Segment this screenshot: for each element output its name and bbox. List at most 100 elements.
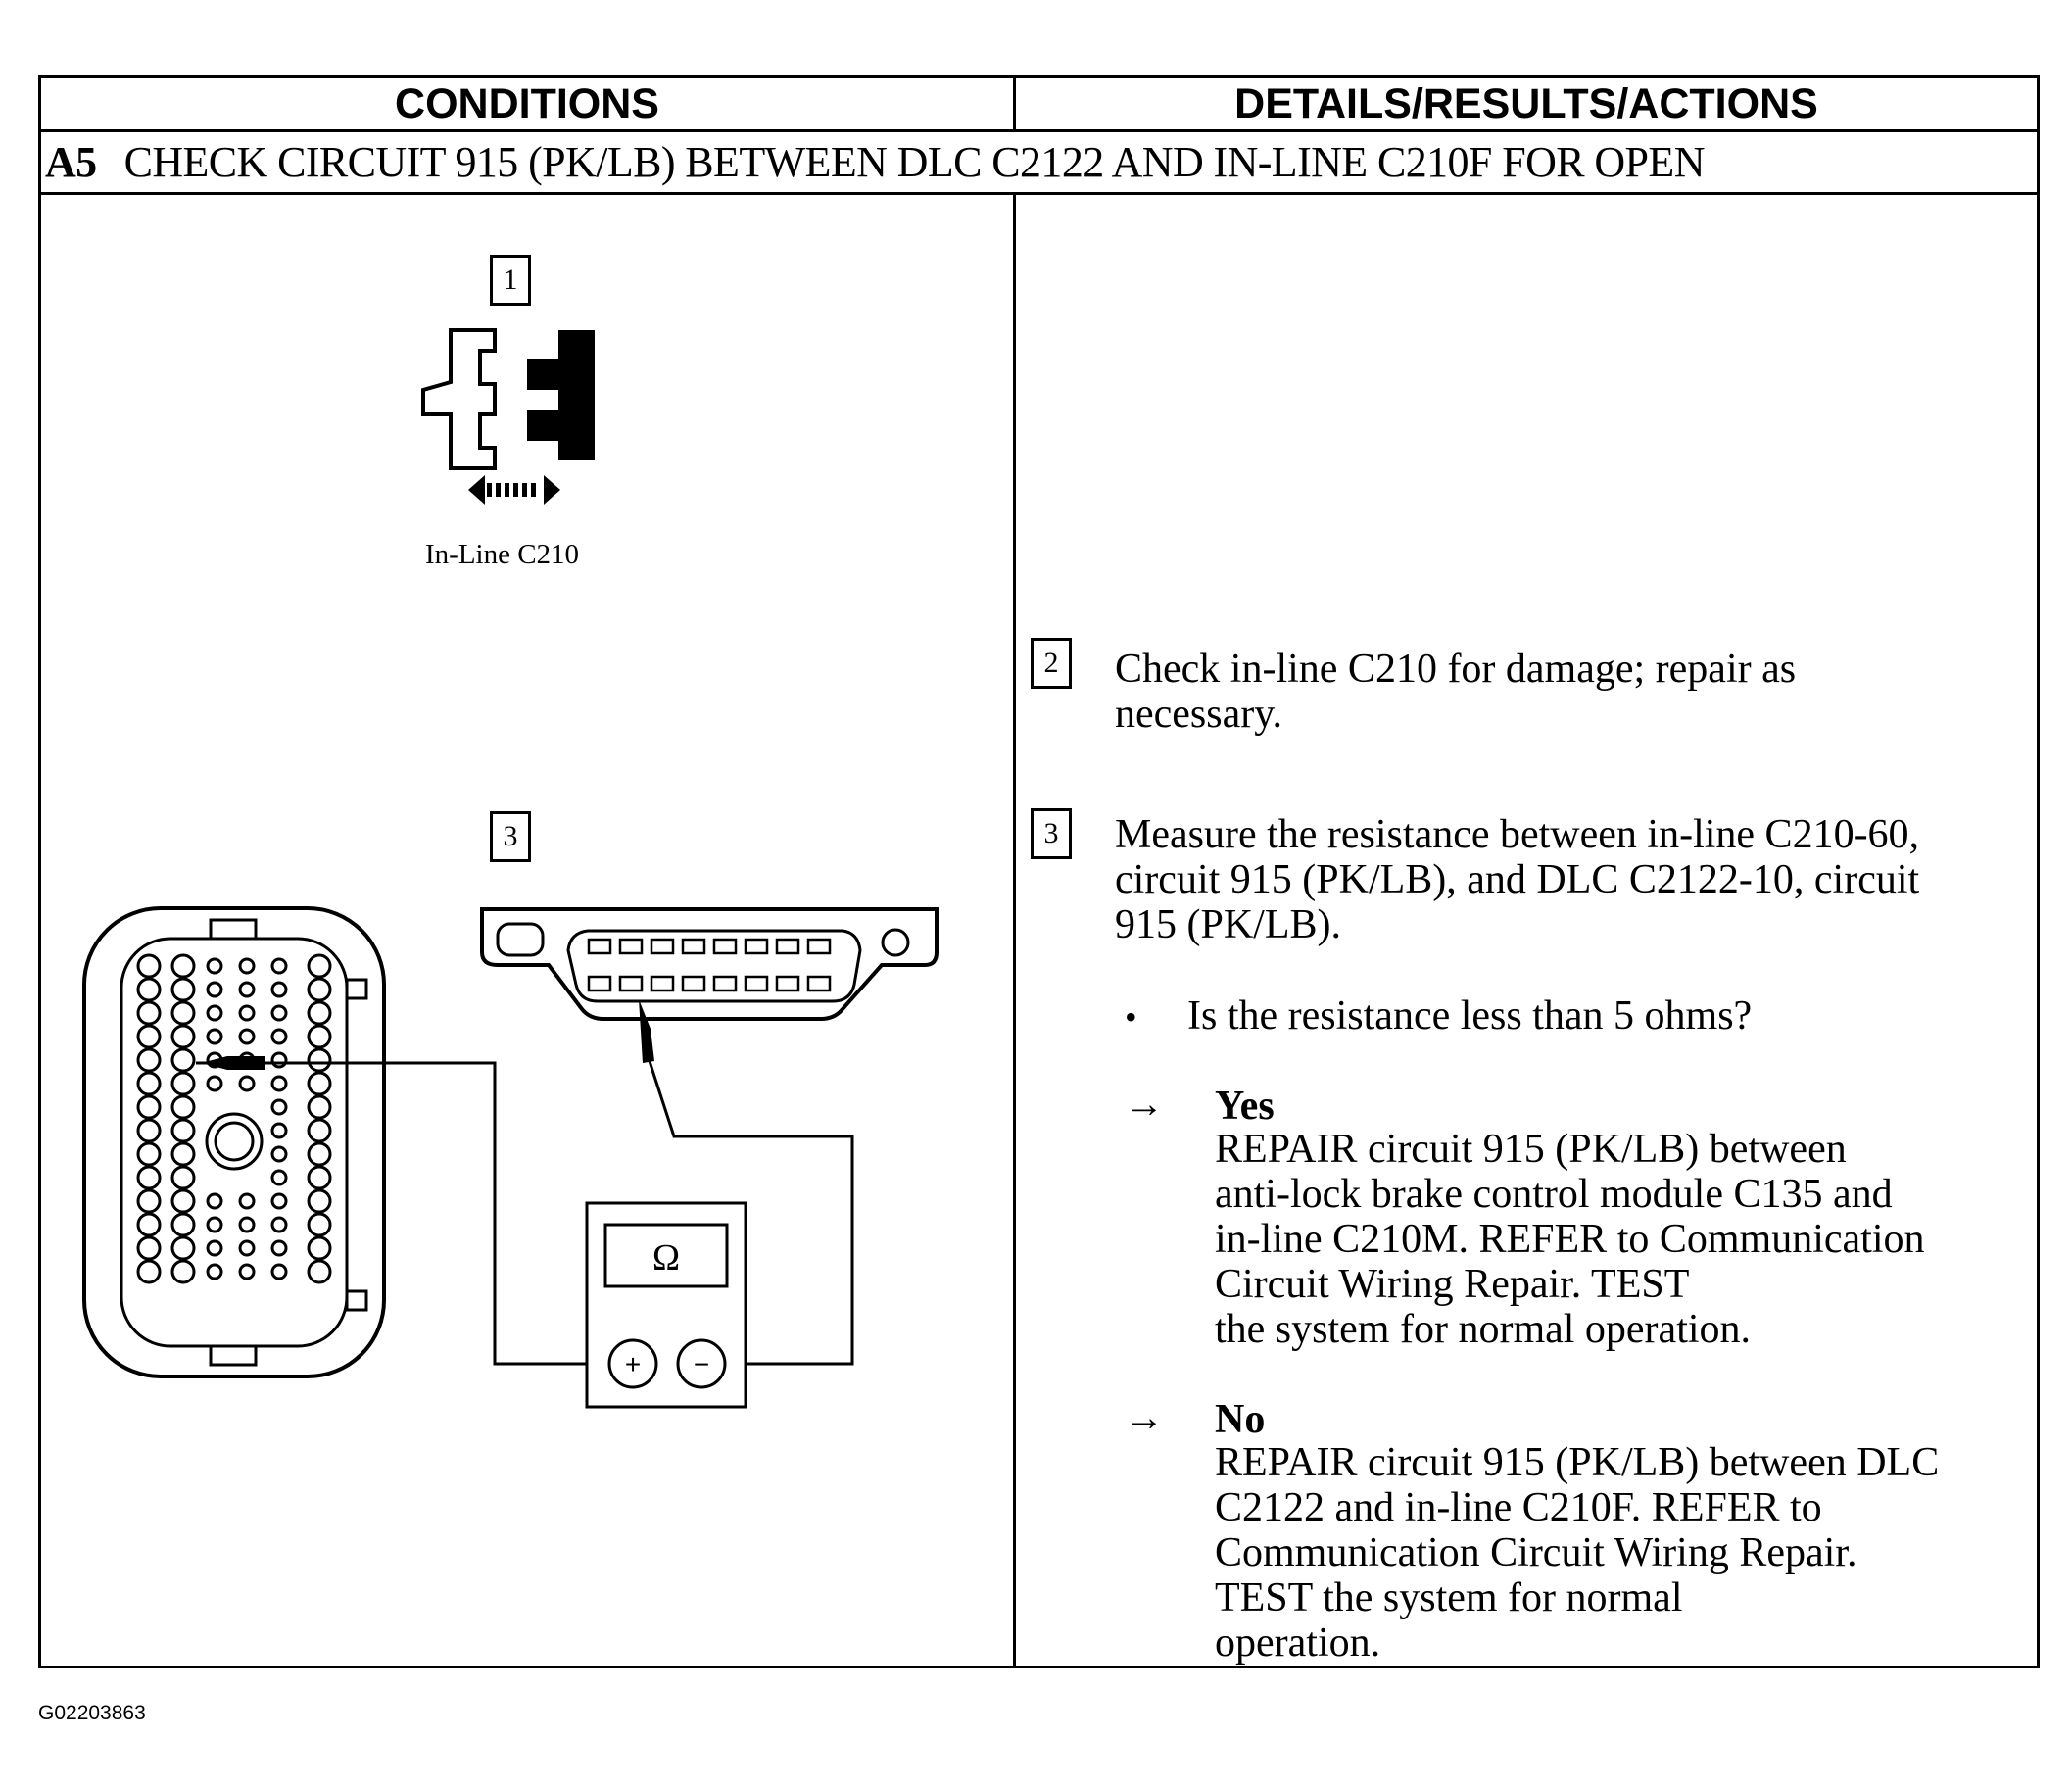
body-column-divider bbox=[1013, 192, 1016, 1668]
dlc-pin bbox=[618, 938, 644, 955]
connector-pin bbox=[170, 1212, 196, 1237]
connector-pin bbox=[206, 1028, 223, 1045]
connector-pin bbox=[136, 1188, 162, 1214]
yes-line: the system for normal operation. bbox=[1215, 1307, 1752, 1352]
dlc-pin bbox=[712, 938, 738, 955]
yes-arrow-icon: → bbox=[1125, 1082, 1164, 1126]
figure-code: G02203863 bbox=[38, 1702, 146, 1724]
connector-pin bbox=[238, 1004, 256, 1022]
connector-pin bbox=[270, 1169, 288, 1186]
connector-pin bbox=[206, 981, 223, 998]
no-line: operation. bbox=[1215, 1620, 1381, 1666]
connector-pin bbox=[136, 1165, 162, 1190]
connector-pin bbox=[206, 1004, 223, 1022]
connector-pin bbox=[270, 1239, 288, 1257]
connector-pin bbox=[307, 1259, 332, 1284]
connector-pin bbox=[307, 1165, 332, 1190]
connector-pin bbox=[170, 1259, 196, 1284]
connector-pin bbox=[206, 1239, 223, 1257]
yes-line: anti-lock brake control module C135 and bbox=[1215, 1172, 1893, 1217]
connector-pin bbox=[238, 1263, 256, 1280]
connector-pin bbox=[170, 1071, 196, 1096]
connector-pin bbox=[238, 981, 256, 998]
dlc-pin bbox=[775, 938, 800, 955]
step-3-box: 3 bbox=[490, 811, 531, 862]
step-3-line: Measure the resistance between in-line C… bbox=[1115, 812, 1920, 857]
step-3-line: circuit 915 (PK/LB), and DLC C2122-10, c… bbox=[1115, 857, 1920, 902]
step-2-text: Check in-line C210 for damage; repair as… bbox=[1115, 647, 1796, 737]
test-leads bbox=[196, 1057, 854, 1366]
yes-label: Yes bbox=[1215, 1084, 1275, 1129]
connector-pin bbox=[170, 1094, 196, 1120]
dlc-connector bbox=[480, 907, 939, 1063]
connector-pin bbox=[307, 1024, 332, 1049]
no-line: C2122 and in-line C210F. REFER to bbox=[1215, 1485, 1822, 1530]
procedure-table bbox=[38, 75, 2040, 1668]
details-header: DETAILS/RESULTS/ACTIONS bbox=[1234, 80, 1818, 127]
connector-pin bbox=[170, 1188, 196, 1214]
yes-line: REPAIR circuit 915 (PK/LB) between bbox=[1215, 1127, 1847, 1172]
connector-pin bbox=[307, 1000, 332, 1026]
test-id: A5 bbox=[45, 138, 97, 186]
connector-pin bbox=[206, 1075, 223, 1092]
step-3-line: 915 (PK/LB). bbox=[1115, 902, 1341, 947]
connector-pin bbox=[270, 1004, 288, 1022]
connector-pin bbox=[170, 1000, 196, 1026]
connector-pin bbox=[270, 957, 288, 975]
connector-pin bbox=[206, 1263, 223, 1280]
step-2-line: Check in-line C210 for damage; repair as bbox=[1115, 647, 1797, 692]
connector-pin bbox=[136, 1024, 162, 1049]
circuit-diagram: Ω + − bbox=[82, 328, 939, 1409]
step-3-question: Is the resistance less than 5 ohms? bbox=[1187, 993, 1753, 1038]
connector-pin bbox=[136, 1094, 162, 1120]
dlc-pin bbox=[681, 938, 706, 955]
connector-pin bbox=[270, 1192, 288, 1210]
connector-pin bbox=[270, 1051, 288, 1069]
connector-pin bbox=[170, 1047, 196, 1073]
ohmmeter: Ω + − bbox=[585, 1201, 747, 1409]
connector-pin bbox=[238, 1216, 256, 1233]
connector-pin bbox=[136, 1141, 162, 1167]
dlc-pin bbox=[806, 975, 832, 992]
title-divider bbox=[38, 192, 2040, 195]
connector-pin bbox=[270, 1075, 288, 1092]
connector-pin bbox=[136, 977, 162, 1002]
step-2-box: 2 bbox=[1031, 638, 1072, 689]
connector-pin bbox=[307, 1212, 332, 1237]
connector-pin bbox=[307, 1141, 332, 1167]
dlc-pin bbox=[618, 975, 644, 992]
connector-pin bbox=[170, 1235, 196, 1261]
no-action: REPAIR circuit 915 (PK/LB) between DLC C… bbox=[1215, 1440, 1939, 1666]
connector-pin bbox=[206, 1216, 223, 1233]
dlc-pin bbox=[775, 975, 800, 992]
connector-pin bbox=[238, 1075, 256, 1092]
yes-line: Circuit Wiring Repair. TEST bbox=[1215, 1262, 1690, 1307]
no-label: No bbox=[1215, 1397, 1266, 1442]
test-title-text: CHECK CIRCUIT 915 (PK/LB) BETWEEN DLC C2… bbox=[123, 138, 1706, 186]
dlc-pin bbox=[587, 938, 612, 955]
dlc-pin bbox=[744, 975, 769, 992]
connector-pin bbox=[307, 1047, 332, 1073]
header-column-divider bbox=[1013, 75, 1016, 131]
dlc-pin bbox=[744, 938, 769, 955]
connector-pin bbox=[136, 1071, 162, 1096]
connector-pin bbox=[307, 1094, 332, 1120]
dlc-pin bbox=[650, 938, 675, 955]
connector-pin bbox=[270, 1216, 288, 1233]
connector-pin bbox=[136, 1235, 162, 1261]
no-arrow-icon: → bbox=[1125, 1395, 1164, 1439]
question-bullet: • bbox=[1125, 997, 1137, 1037]
connector-pin bbox=[270, 1098, 288, 1116]
test-title: A5 CHECK CIRCUIT 915 (PK/LB) BETWEEN DLC … bbox=[45, 137, 1705, 187]
connector-pin bbox=[307, 977, 332, 1002]
no-line: REPAIR circuit 915 (PK/LB) between DLC bbox=[1215, 1440, 1940, 1485]
connector-pin bbox=[170, 1118, 196, 1143]
ohm-symbol: Ω bbox=[652, 1237, 680, 1279]
connector-pin bbox=[136, 1000, 162, 1026]
connector-pin bbox=[206, 957, 223, 975]
connector-pin bbox=[170, 1024, 196, 1049]
dlc-pin bbox=[712, 975, 738, 992]
connector-pin bbox=[170, 1141, 196, 1167]
no-line: TEST the system for normal bbox=[1215, 1575, 1683, 1620]
connector-pin bbox=[170, 1165, 196, 1190]
